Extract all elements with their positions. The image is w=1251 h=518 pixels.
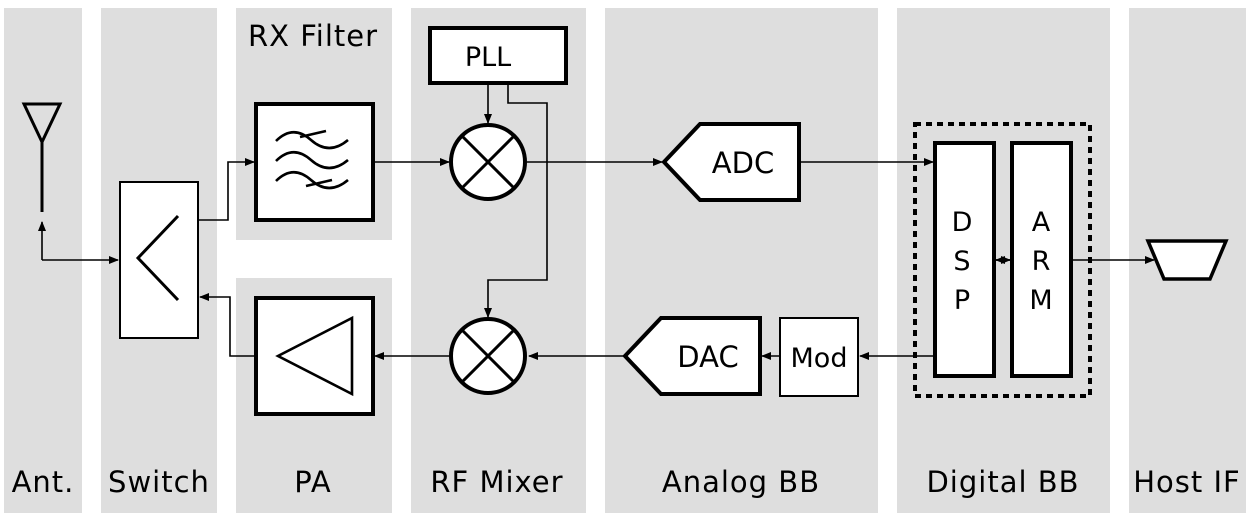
mod-label: Mod — [791, 343, 848, 374]
dsp-letter-s: S — [953, 246, 970, 277]
dsp-block: D S P — [933, 141, 996, 378]
column-rf-mixer — [411, 8, 586, 513]
adc-block: ADC — [661, 122, 801, 202]
column-analog-bb — [605, 8, 878, 513]
label-analog-bb: Analog BB — [662, 465, 820, 499]
pll-block: PLL — [428, 26, 568, 85]
filter-waves-icon — [275, 129, 349, 190]
arm-letter-m: M — [1029, 285, 1052, 316]
amplifier-triangle-icon — [275, 315, 354, 397]
mod-block: Mod — [779, 317, 859, 397]
label-ant: Ant. — [12, 465, 75, 499]
switch-block — [119, 181, 199, 339]
tx-mixer — [449, 317, 527, 395]
rx-filter-block — [254, 102, 375, 222]
dac-label: DAC — [677, 340, 738, 374]
arm-letter-r: R — [1032, 246, 1051, 277]
dsp-letter-p: P — [954, 285, 970, 316]
pa-block — [254, 296, 375, 416]
label-pa: PA — [294, 465, 331, 499]
label-rf-mixer: RF Mixer — [430, 465, 563, 499]
pll-label: PLL — [465, 42, 511, 73]
rx-mixer — [449, 123, 527, 201]
label-host-if: Host IF — [1133, 465, 1240, 499]
dac-block: DAC — [622, 316, 762, 396]
arm-block: A R M — [1010, 141, 1073, 378]
antenna-icon — [21, 102, 63, 212]
adc-label: ADC — [712, 146, 774, 180]
label-digital-bb: Digital BB — [926, 465, 1079, 499]
host-interface-trapezoid-icon — [1145, 239, 1229, 281]
switch-chevron-icon — [135, 214, 180, 302]
dsp-letter-d: D — [952, 207, 973, 238]
label-switch: Switch — [108, 465, 210, 499]
label-rx-filter: RX Filter — [248, 19, 378, 53]
arm-letter-a: A — [1032, 207, 1051, 238]
signal-wires — [38, 83, 1155, 360]
